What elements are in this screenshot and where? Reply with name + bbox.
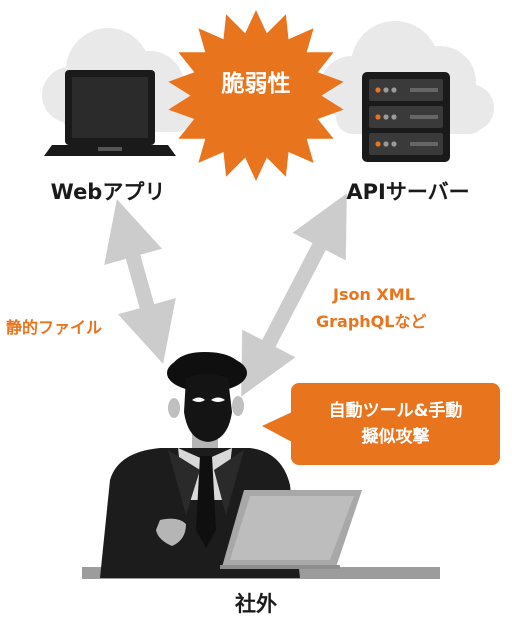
api-format-label-2: GraphQLなど — [316, 312, 427, 331]
bubble-line-2: 擬似攻撃 — [361, 427, 430, 447]
external-label: 社外 — [235, 592, 277, 616]
burst-icon — [168, 10, 344, 181]
vulnerability-label: 脆弱性 — [221, 71, 291, 97]
web-app-label: Webアプリ — [50, 180, 166, 204]
double-arrow-icon — [241, 193, 347, 397]
bubble-line-1: 自動ツール&手動 — [328, 401, 463, 421]
laptop-front — [220, 490, 362, 569]
api-format-label-1: Json XML — [333, 285, 415, 304]
api-server-label: APIサーバー — [346, 180, 470, 204]
speech-bubble — [262, 383, 500, 465]
double-arrow-icon — [104, 199, 176, 364]
server-icon — [362, 72, 450, 162]
static-files-label: 静的ファイル — [6, 318, 103, 337]
laptop-icon — [44, 70, 176, 156]
